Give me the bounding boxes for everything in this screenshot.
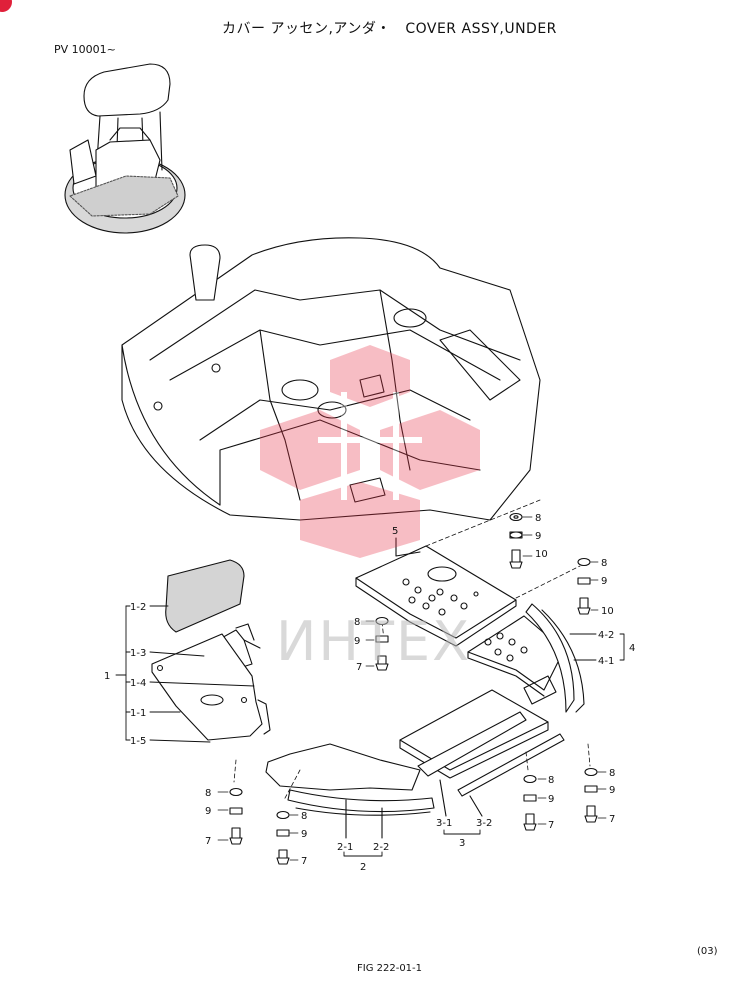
callout-9-d: 9 (205, 806, 211, 817)
main-frame (121, 237, 541, 521)
part-2-cover (265, 743, 435, 839)
callout-8-f: 8 (548, 775, 554, 786)
callout-7-e: 7 (301, 856, 307, 867)
callout-8-b: 8 (601, 558, 607, 569)
callout-9-a: 9 (535, 531, 541, 542)
serial-range: PV 10001~ (54, 43, 116, 56)
callout-8-g: 8 (609, 768, 615, 779)
page-number: (03) (697, 946, 718, 957)
callout-1-1: 1-1 (130, 708, 146, 719)
callout-1-3: 1-3 (130, 648, 146, 659)
callout-8-e: 8 (301, 811, 307, 822)
callout-3-2: 3-2 (476, 818, 492, 829)
callout-9-e: 9 (301, 829, 307, 840)
figure-number: FIG 222-01-1 (357, 963, 423, 974)
callout-9-f: 9 (548, 794, 554, 805)
callout-4-1: 4-1 (598, 656, 614, 667)
callout-7-f: 7 (548, 820, 554, 831)
machine-thumbnail (64, 63, 186, 234)
callout-3: 3 (459, 838, 465, 849)
callout-7-c: 7 (356, 662, 362, 673)
callout-10-b: 10 (601, 606, 614, 617)
hardware (229, 512, 598, 865)
callout-1-2: 1-2 (130, 602, 146, 613)
callout-9-c: 9 (354, 636, 360, 647)
callout-8-c: 8 (354, 617, 360, 628)
callout-4: 4 (629, 643, 635, 654)
watermark-logo (260, 345, 480, 558)
part-2-callouts (343, 851, 383, 857)
callout-3-1: 3-1 (436, 818, 452, 829)
part-1-assembly (151, 559, 271, 741)
callout-7-d: 7 (205, 836, 211, 847)
part-3-cover (399, 689, 565, 817)
assembly-leaders (233, 499, 591, 801)
callout-1-4: 1-4 (130, 678, 146, 689)
callout-1-5: 1-5 (130, 736, 146, 747)
callout-8-a: 8 (535, 513, 541, 524)
part-5-cover-plate (355, 537, 517, 647)
page-title: カバー アッセン,アンダ・ COVER ASSY,UNDER (222, 21, 557, 37)
callout-2: 2 (360, 862, 366, 873)
callout-9-b: 9 (601, 576, 607, 587)
part-4-cover (467, 603, 585, 713)
part-3-callouts (443, 829, 481, 835)
part-1-callouts (115, 605, 255, 743)
part-4-callouts (569, 633, 625, 661)
callout-5: 5 (392, 526, 398, 537)
callout-7-g: 7 (609, 814, 615, 825)
callout-9-g: 9 (609, 785, 615, 796)
callout-1: 1 (104, 671, 110, 682)
callout-2-1: 2-1 (337, 842, 353, 853)
callout-4-2: 4-2 (598, 630, 614, 641)
hardware-leaders (217, 516, 607, 861)
callout-labels: 1 1-2 1-3 1-4 1-1 1-5 5 8 9 10 8 9 10 4-… (104, 513, 635, 873)
callout-2-2: 2-2 (373, 842, 389, 853)
watermark-text: ИНТЕХ (276, 610, 471, 673)
callout-8-d: 8 (205, 788, 211, 799)
callout-10-a: 10 (535, 549, 548, 560)
corner-marker (0, 0, 12, 12)
